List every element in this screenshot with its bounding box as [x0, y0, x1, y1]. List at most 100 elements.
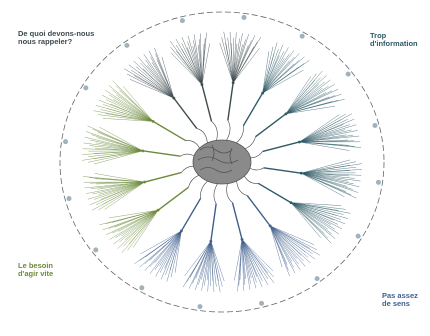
- branch-leaf: [262, 60, 310, 94]
- branch-leaf: [299, 119, 348, 143]
- branch-leaf: [299, 119, 342, 143]
- branch-node: [156, 208, 160, 212]
- branch-cluster: [82, 80, 187, 142]
- branch-leaf: [187, 35, 203, 85]
- branch-node: [151, 119, 155, 123]
- branch-leaf: [241, 239, 263, 276]
- branch-cluster: [219, 14, 262, 121]
- branch-leaf: [262, 51, 270, 94]
- branch-cluster: [123, 42, 198, 129]
- branch-leaf: [270, 225, 311, 249]
- branch-leaf: [269, 225, 293, 262]
- branch-node: [231, 81, 235, 85]
- branch-leaf: [186, 47, 203, 85]
- branch-trunk: [255, 113, 287, 138]
- branch-leaf: [232, 43, 238, 83]
- branch-cluster: [169, 17, 213, 122]
- branch-leaf: [269, 225, 297, 259]
- title-speed: Le besoin d'agir vite: [18, 261, 54, 278]
- branch-leaf: [84, 136, 143, 152]
- branch-leaf: [232, 36, 262, 83]
- branch-leaf: [105, 89, 154, 122]
- branch-leaf: [206, 241, 212, 281]
- branch-leaf: [115, 209, 159, 238]
- branch-leaf: [301, 172, 349, 182]
- branch-leaf: [175, 44, 203, 85]
- branch-leaf: [241, 239, 257, 289]
- branch-leaf: [270, 225, 309, 258]
- branch-leaf: [262, 46, 274, 94]
- branch-leaf: [232, 33, 243, 83]
- branch-leaf: [195, 241, 212, 290]
- ring-marker-dot: [65, 195, 73, 202]
- branch-leaf: [82, 176, 145, 183]
- branch-trunk: [231, 202, 243, 240]
- branch-leaf: [232, 44, 243, 83]
- branch-leaf: [301, 165, 350, 174]
- branch-leaf: [112, 89, 154, 122]
- branch-leaf: [262, 53, 275, 94]
- branch-trunk: [180, 197, 202, 232]
- branch-leaf: [181, 43, 203, 85]
- brain-fold: [229, 147, 233, 165]
- branch-leaf: [94, 150, 143, 159]
- branch-leaf: [140, 62, 175, 99]
- branch-leaf: [241, 239, 244, 291]
- branch-node: [172, 96, 176, 100]
- branch-leaf: [131, 70, 174, 99]
- branch-leaf: [285, 105, 336, 115]
- branch-leaf: [193, 34, 203, 85]
- branch-leaf: [262, 50, 295, 94]
- branch-leaf: [207, 241, 212, 292]
- branch-leaf: [225, 42, 234, 83]
- branch-node: [299, 171, 303, 175]
- branch-leaf: [285, 80, 316, 115]
- branch-leaf: [210, 241, 219, 282]
- branch-leaf: [290, 202, 344, 215]
- branch-leaf: [125, 209, 159, 241]
- branch-leaf: [301, 172, 354, 185]
- branch-leaf: [100, 181, 145, 200]
- branch-leaf: [285, 93, 342, 115]
- branch-leaf: [159, 230, 182, 267]
- branch-leaf: [145, 59, 175, 99]
- ring-marker-dot: [92, 246, 99, 253]
- branch-leaf: [290, 202, 328, 230]
- branch-leaf: [241, 239, 274, 272]
- branch-leaf: [299, 124, 344, 143]
- branch-leaf: [269, 225, 299, 265]
- branch-leaf: [193, 40, 203, 85]
- branch-leaf: [127, 210, 159, 251]
- branch-leaf: [290, 202, 346, 210]
- branch-leaf: [301, 170, 350, 174]
- brain-fold: [199, 146, 233, 154]
- branch-leaf: [227, 37, 234, 83]
- branch-leaf: [290, 202, 321, 238]
- branch-leaf: [232, 35, 256, 83]
- ring-marker-dot: [82, 84, 89, 91]
- branch-leaf: [88, 150, 143, 157]
- branch-leaf: [299, 124, 350, 143]
- branch-leaf: [87, 150, 143, 163]
- outer-ring: [59, 11, 385, 313]
- branch-leaf: [290, 202, 339, 225]
- branch-leaf: [147, 65, 175, 99]
- branch-leaf: [144, 230, 182, 271]
- branch-leaf: [182, 241, 212, 288]
- branch-leaf: [241, 239, 274, 278]
- branch-cluster: [231, 202, 275, 307]
- branch-leaf: [301, 172, 350, 177]
- branch-leaf: [290, 202, 332, 244]
- branch-cluster: [134, 197, 202, 291]
- branch-leaf: [174, 230, 182, 273]
- branch-leaf: [270, 225, 306, 253]
- branch-leaf: [299, 141, 362, 148]
- ring-marker-dot: [179, 17, 186, 24]
- branch-leaf: [232, 39, 246, 83]
- inner-link: [200, 178, 211, 199]
- branch-leaf: [170, 230, 182, 278]
- branch-leaf: [301, 159, 351, 174]
- branch-trunk: [152, 120, 187, 142]
- branch-leaf: [201, 241, 212, 291]
